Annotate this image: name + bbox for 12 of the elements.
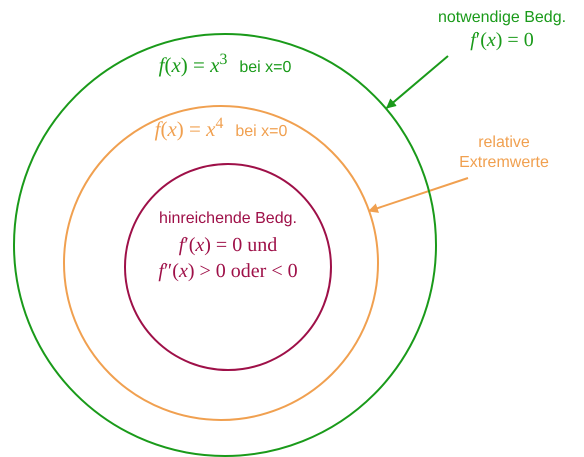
label-text: relative Extremwerte bbox=[458, 133, 550, 173]
condition-text: bei x=0 bbox=[235, 124, 288, 140]
condition-text: bei x=0 bbox=[239, 60, 292, 76]
label-text: notwendige Bedg. bbox=[438, 8, 566, 28]
condition-text: f′(x) = 0 und bbox=[178, 235, 278, 255]
arrow bbox=[368, 177, 468, 213]
formula: f(x) = x$^{3}$ bbox=[158, 55, 228, 76]
formula: f(x) = x$^{4}$ bbox=[154, 119, 224, 140]
arrow bbox=[386, 55, 449, 109]
condition-text: f″(x) > 0 oder < 0 bbox=[158, 261, 298, 281]
heading-text: hinreichende Bedg. bbox=[159, 211, 297, 227]
formula: f′(x) = 0 bbox=[470, 28, 534, 52]
